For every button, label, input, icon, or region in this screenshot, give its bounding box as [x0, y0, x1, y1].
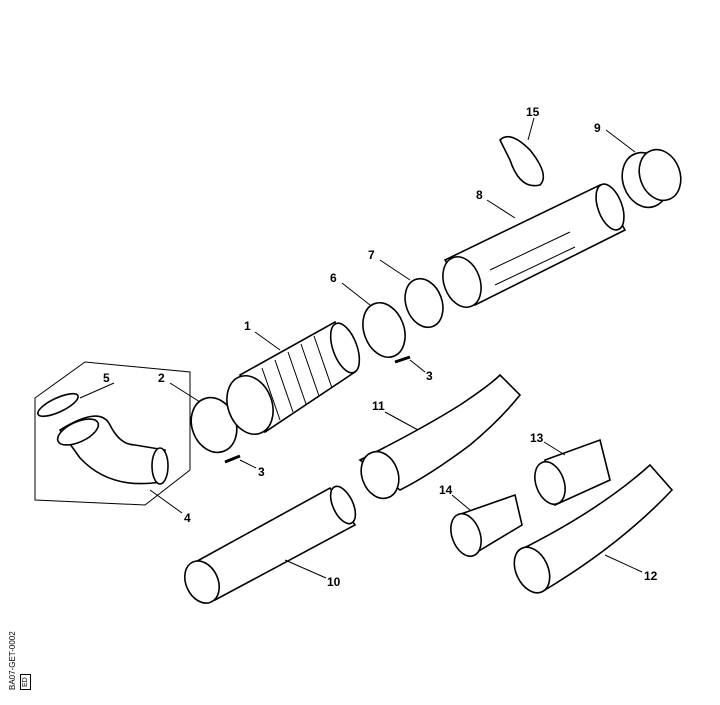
- callout-14: 14: [439, 483, 453, 497]
- leader-lines: [79, 117, 643, 579]
- callout-10: 10: [327, 575, 341, 589]
- part-5-o-ring: [37, 392, 79, 418]
- part-9-nut: [621, 148, 682, 209]
- callout-12: 12: [644, 569, 658, 583]
- callout-15: 15: [526, 105, 540, 119]
- callout-8: 8: [476, 188, 483, 202]
- callout-1: 1: [244, 319, 251, 333]
- part-10-pipe: [183, 485, 357, 604]
- part-7-ring: [404, 277, 444, 329]
- drawing-code: BA07-GET-0002: [8, 631, 17, 690]
- screw-icon: [394, 355, 411, 364]
- part-15-strap: [499, 135, 545, 187]
- callout-11: 11: [372, 399, 385, 413]
- callout-9: 9: [594, 121, 601, 135]
- part-12-curved-nozzle: [513, 463, 674, 594]
- callout-3a: 3: [426, 369, 433, 383]
- part-11-pipe: [358, 373, 522, 500]
- callout-3b: 3: [258, 465, 265, 479]
- part-13-nozzle: [534, 438, 611, 507]
- callout-5: 5: [103, 371, 110, 385]
- callout-2: 2: [158, 371, 165, 385]
- edition-mark: ED: [20, 674, 31, 690]
- callout-7: 7: [368, 248, 375, 262]
- screw-icon: [224, 454, 241, 464]
- part-6-clamp: [362, 302, 406, 358]
- callout-4: 4: [184, 511, 191, 525]
- part-1-bellows: [226, 320, 361, 435]
- part-14-nozzle: [450, 493, 523, 558]
- callout-6: 6: [330, 271, 337, 285]
- part-4-elbow: [56, 415, 169, 485]
- callout-13: 13: [530, 431, 544, 445]
- part-8-tube: [442, 183, 627, 308]
